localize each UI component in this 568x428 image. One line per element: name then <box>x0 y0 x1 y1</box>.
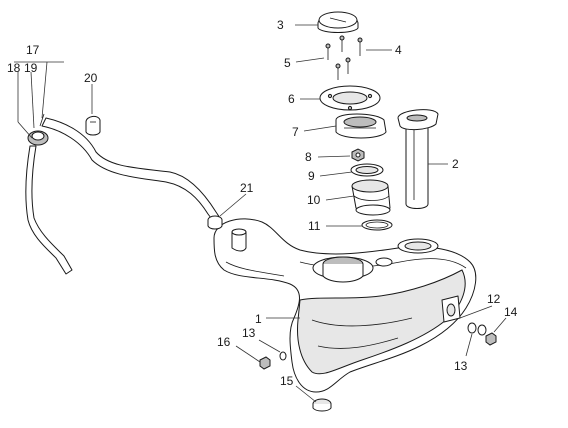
callout-13-right: 13 <box>454 359 468 373</box>
hose-clamp <box>361 219 393 231</box>
callout-18: 18 <box>7 61 21 75</box>
callout-10: 10 <box>307 193 321 207</box>
fuel-tank <box>213 218 477 393</box>
callout-19: 19 <box>24 61 38 75</box>
callout-9: 9 <box>308 169 315 183</box>
cap-housing <box>335 113 387 139</box>
filler-neck-hose <box>351 179 391 216</box>
callout-6: 6 <box>288 92 295 106</box>
callout-1: 1 <box>255 312 262 326</box>
callout-14: 14 <box>504 305 518 319</box>
nut <box>351 148 365 162</box>
drain-plug <box>312 398 332 412</box>
callout-17: 17 <box>26 43 40 57</box>
callout-13-left: 13 <box>242 326 256 340</box>
callout-20: 20 <box>84 71 98 85</box>
filler-cap <box>317 11 359 33</box>
callout-5: 5 <box>284 56 291 70</box>
bolt-left <box>259 351 287 370</box>
leader-lines <box>14 24 507 403</box>
callout-2: 2 <box>452 157 459 171</box>
callout-12: 12 <box>487 292 501 306</box>
bolt-right <box>467 322 497 346</box>
hose-clip <box>85 115 101 136</box>
callout-11: 11 <box>308 219 321 233</box>
callout-7: 7 <box>292 125 299 139</box>
cap-flange <box>319 85 381 111</box>
seal-ring <box>350 163 384 177</box>
callout-3: 3 <box>277 18 284 32</box>
callout-16: 16 <box>217 335 231 349</box>
callout-labels: 1 2 3 4 5 6 7 8 9 10 11 12 13 13 14 15 1… <box>7 18 518 388</box>
callout-8: 8 <box>305 150 312 164</box>
breather-tube <box>25 113 221 275</box>
level-sender <box>397 109 439 209</box>
callout-4: 4 <box>395 43 402 57</box>
grommet <box>207 215 223 230</box>
callout-21: 21 <box>240 181 254 195</box>
callout-15: 15 <box>280 374 294 388</box>
cap-screws <box>325 35 363 80</box>
